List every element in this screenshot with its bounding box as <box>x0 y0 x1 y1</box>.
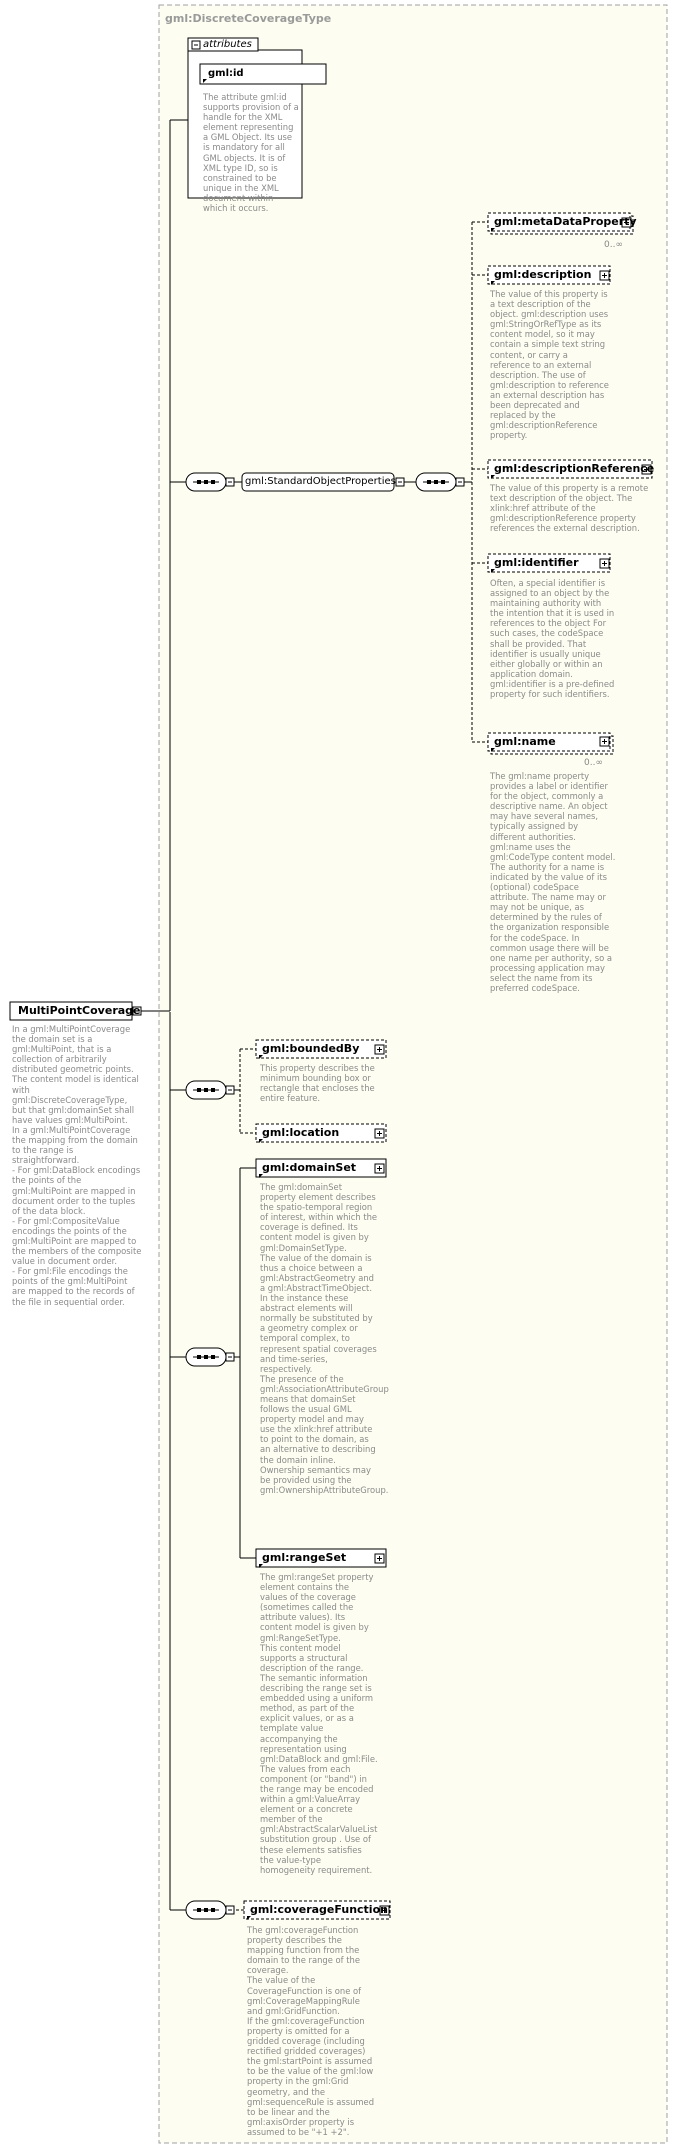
coverage-function-box[interactable] <box>243 1900 391 1920</box>
attributes-tab-label[interactable]: attributes <box>203 39 252 50</box>
root-element-doc: In a gml:MultiPointCoverage the domain s… <box>12 1024 142 1307</box>
description-doc: The value of this property is a text des… <box>490 289 609 441</box>
connectors <box>141 119 488 1911</box>
description-reference-doc: The value of this property is a remote t… <box>490 483 649 534</box>
metadata-property-label: gml:metaDataProperty <box>494 215 637 228</box>
root-element-box[interactable] <box>9 1001 142 1021</box>
compositor-collapse-icons[interactable] <box>225 477 465 1915</box>
group-label: gml:StandardObjectProperties <box>245 476 396 487</box>
sequence-icon[interactable] <box>185 1080 227 1100</box>
type-frame <box>158 4 668 2144</box>
description-label: gml:description <box>494 268 592 281</box>
sequence-compositors <box>185 472 457 1920</box>
identifier-label: gml:identifier <box>494 556 579 569</box>
domain-set-label: gml:domainSet <box>262 1161 357 1174</box>
bounded-by-label: gml:boundedBy <box>262 1042 360 1055</box>
identifier-doc: Often, a special identifier is assigned … <box>490 578 615 700</box>
name-label: gml:name <box>494 735 556 748</box>
group-standard-object-properties[interactable] <box>241 472 405 492</box>
description-reference-label: gml:descriptionReference <box>494 462 655 475</box>
domain-range-boxes[interactable] <box>255 1158 387 1568</box>
bounded-by-doc: This property describes the minimum boun… <box>260 1063 375 1104</box>
coverage-function-label: gml:coverageFunction <box>250 1903 388 1916</box>
attribute-gml-id-doc: The attribute gml:id supports provision … <box>203 92 299 214</box>
bounded-location-boxes[interactable] <box>255 1039 387 1143</box>
attribute-gml-id-label: gml:id <box>208 68 244 79</box>
attributes-tab[interactable] <box>187 37 259 52</box>
sequence-icon[interactable] <box>185 472 227 492</box>
metadata-property-cardinality: 0..∞ <box>604 240 623 250</box>
sequence-icon[interactable] <box>185 1900 227 1920</box>
root-element-label: MultiPointCoverage <box>18 1004 141 1017</box>
sequence-icon[interactable] <box>415 472 457 492</box>
range-set-doc: The gml:rangeSet property element contai… <box>260 1572 378 1875</box>
name-cardinality: 0..∞ <box>584 758 603 768</box>
domain-set-doc: The gml:domainSet property element descr… <box>260 1182 389 1495</box>
sequence-icon[interactable] <box>185 1347 227 1367</box>
coverage-function-doc: The gml:coverageFunction property descri… <box>247 1925 375 2137</box>
location-label: gml:location <box>262 1126 340 1139</box>
group-child-boxes[interactable] <box>487 212 653 755</box>
range-set-label: gml:rangeSet <box>262 1551 347 1564</box>
name-doc: The gml:name property provides a label o… <box>490 771 616 993</box>
element-reference-arrows <box>203 79 495 1920</box>
type-name-label: gml:DiscreteCoverageType <box>165 12 332 25</box>
